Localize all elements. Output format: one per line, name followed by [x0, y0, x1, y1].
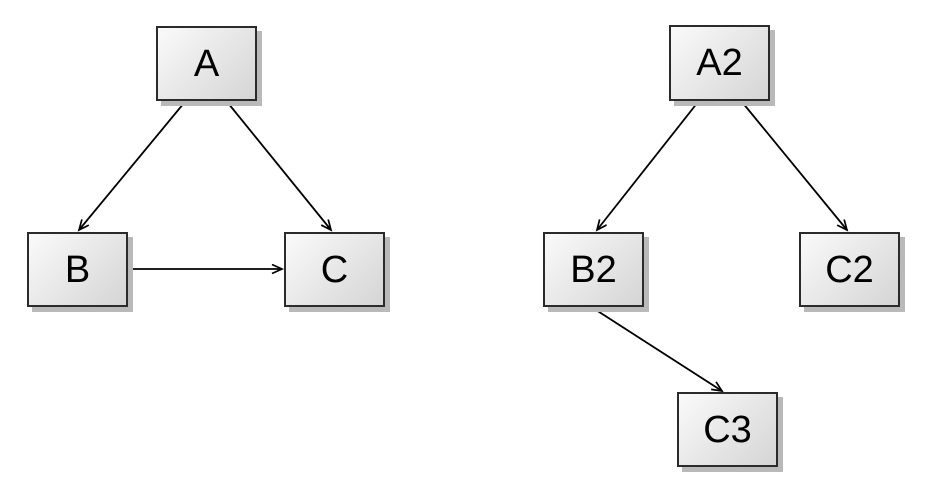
node-C2-label: C2	[825, 248, 874, 291]
edge-A2-B2	[597, 101, 699, 230]
node-A: A	[156, 26, 257, 101]
node-C3: C3	[677, 392, 778, 467]
edge-A-C	[227, 102, 331, 230]
edge-B2-C3	[592, 307, 722, 391]
node-C2: C2	[799, 232, 900, 307]
node-C: C	[284, 232, 385, 307]
node-B2-label: B2	[570, 248, 617, 291]
node-A2: A2	[669, 25, 770, 101]
node-A-label: A	[193, 42, 220, 85]
edge-A2-C2	[741, 101, 847, 230]
node-B-label: B	[64, 248, 91, 291]
node-B: B	[27, 232, 128, 307]
node-C-label: C	[320, 248, 349, 291]
node-C3-label: C3	[703, 408, 752, 451]
edge-A-B	[79, 102, 185, 230]
node-A2-label: A2	[696, 42, 743, 84]
node-B2: B2	[543, 232, 644, 307]
